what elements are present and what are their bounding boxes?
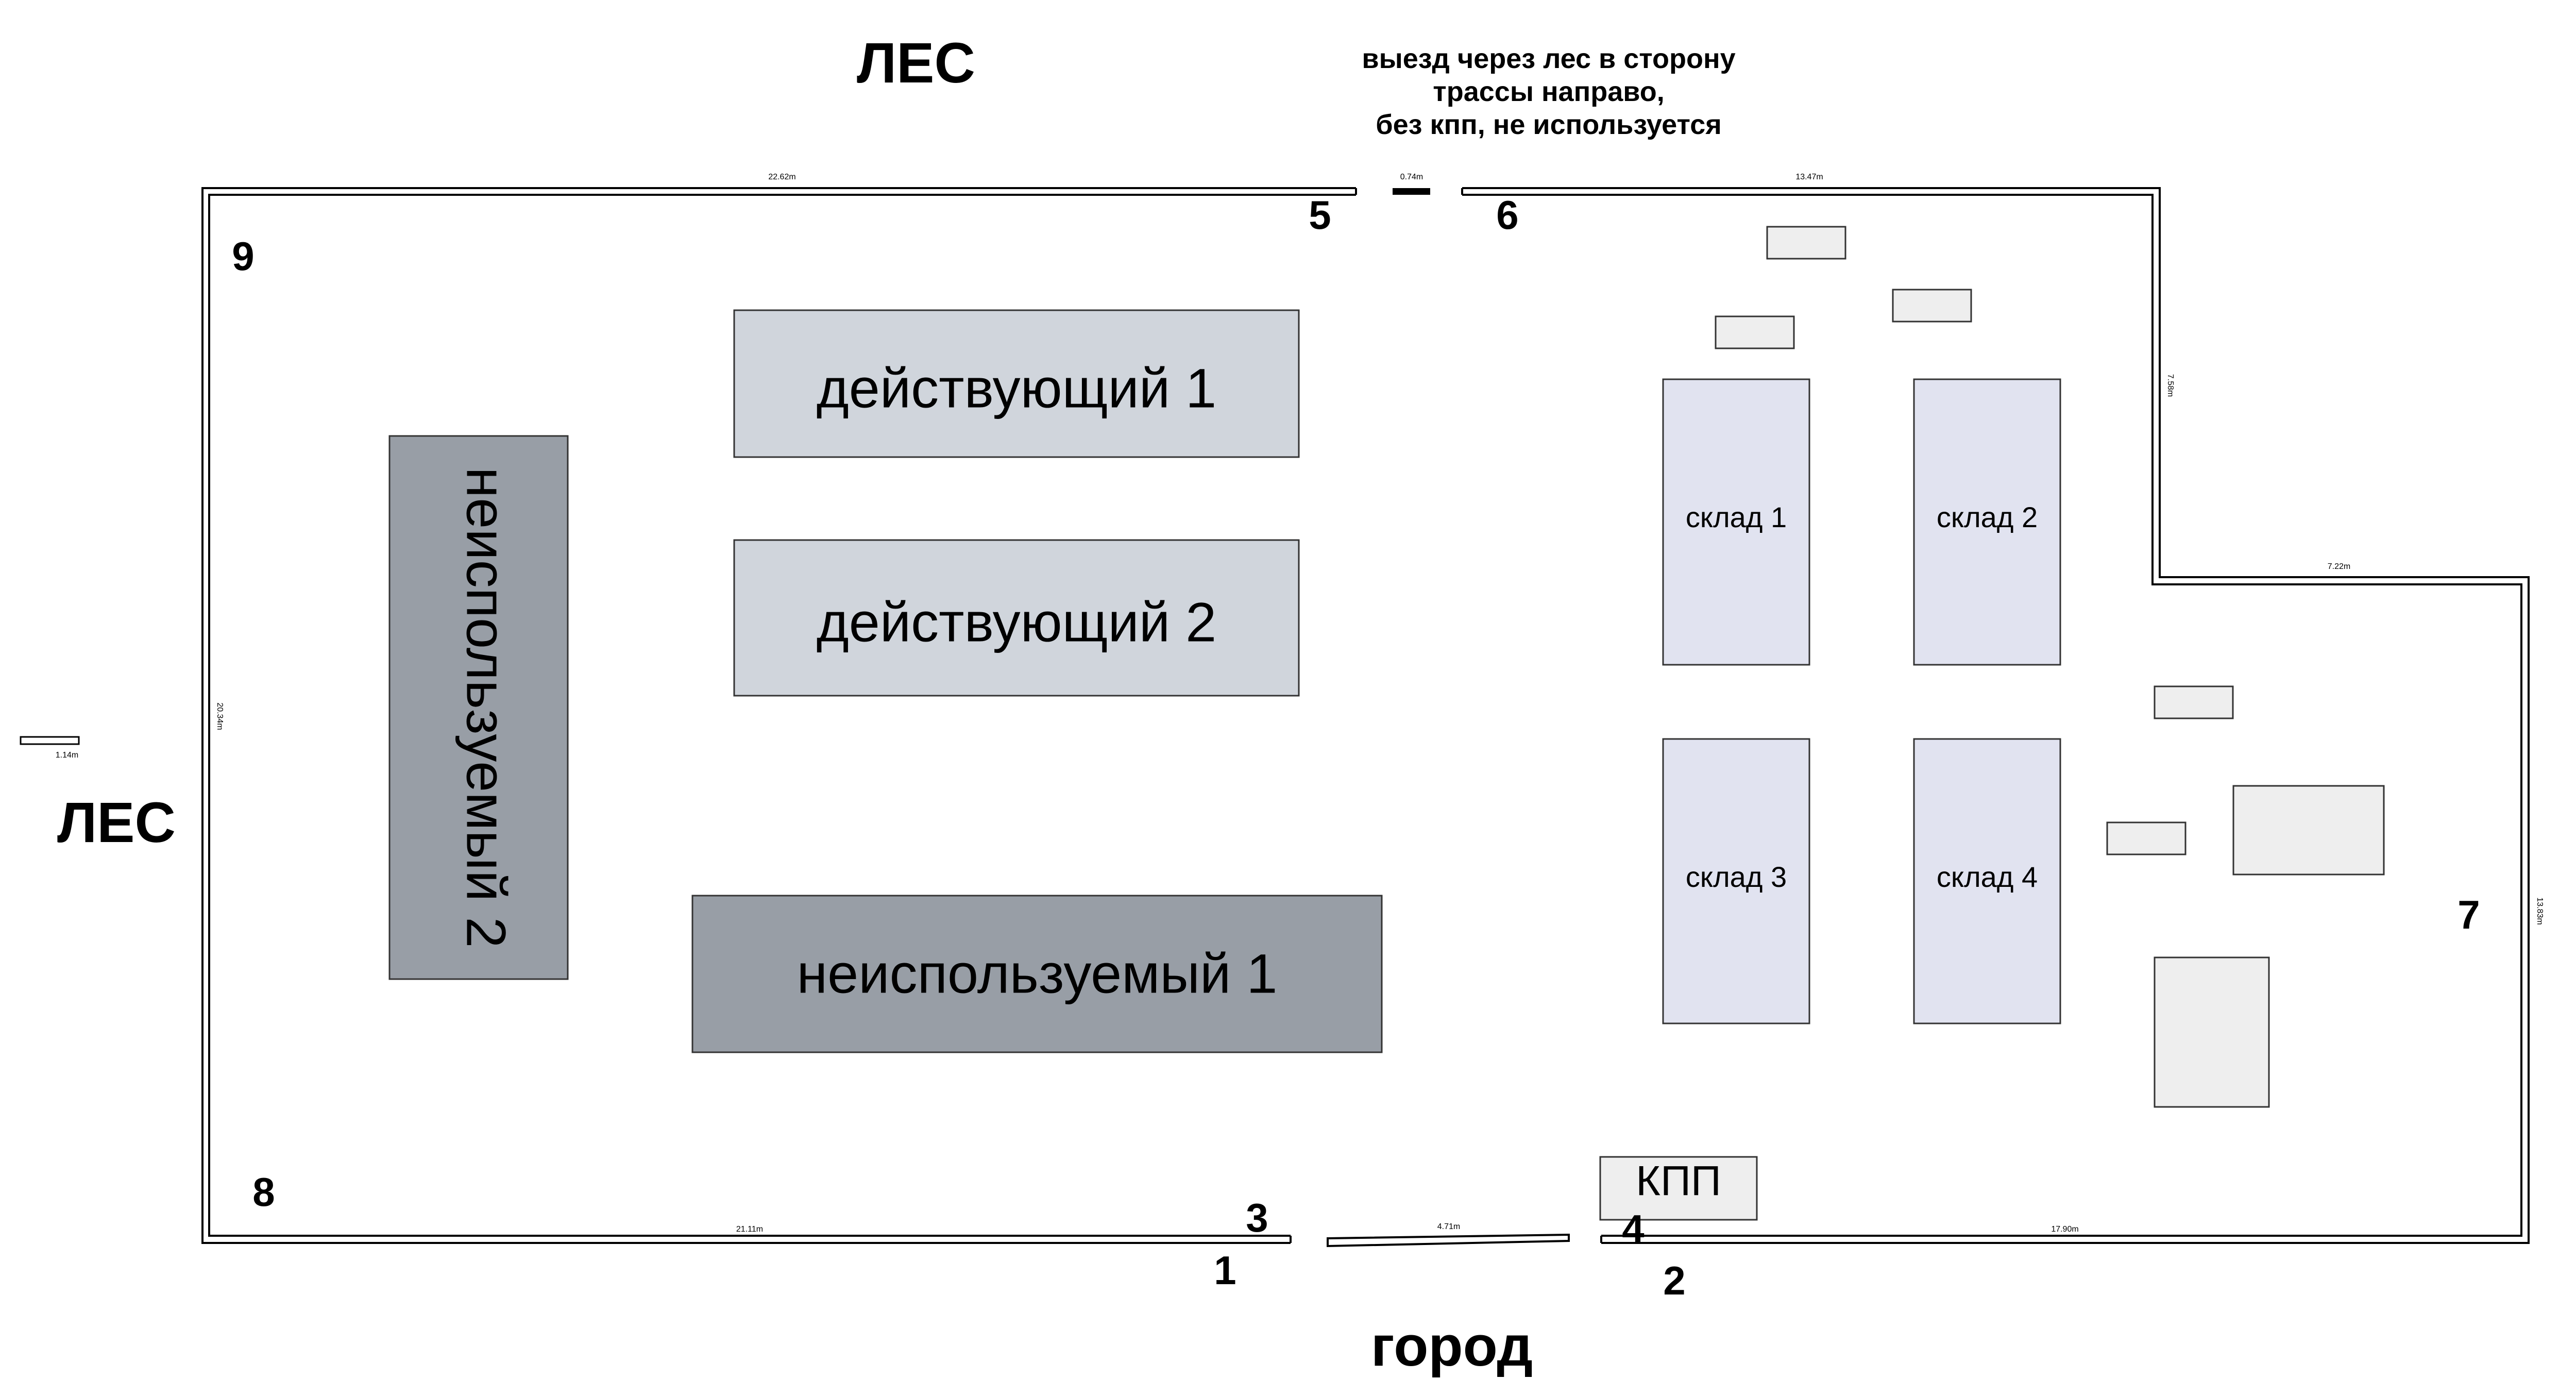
point-8: 8 [252,1169,275,1215]
building-active-2 [733,539,1300,697]
small-structure [1715,315,1795,349]
warehouse-2-label: склад 2 [1937,501,2038,533]
top-gap-marker [1393,188,1430,195]
point-7: 7 [2458,892,2480,937]
small-structure [2232,785,2385,876]
warehouse-4-label: склад 4 [1937,861,2038,893]
gate [1327,1233,1570,1248]
warehouse-3-label: склад 3 [1686,861,1787,893]
small-structure [2154,685,2234,719]
warehouse-1 [1662,378,1810,666]
measure-right-wall: 13.83m [2535,897,2544,924]
point-9: 9 [232,233,254,279]
measure-bottom-left-wall: 21.11m [736,1225,763,1234]
exit-note-line-2: трассы направо, [1433,76,1664,107]
point-5: 5 [1309,192,1331,238]
building-active-1 [733,309,1300,458]
warehouse-1-label: склад 1 [1686,501,1787,533]
warehouse-2 [1913,378,2061,666]
wall-top-left [201,187,1356,1244]
warehouse-3 [1662,738,1810,1024]
measure-right-upper-wall: 7.58m [2166,374,2175,397]
warehouse-4 [1913,738,2061,1024]
measure-left-wall: 20.34m [215,702,224,730]
point-3: 3 [1246,1195,1268,1240]
small-structures [1715,226,2385,1108]
scale-bar [20,736,80,745]
building-unused-1-label: неиспользуемый 1 [797,943,1278,1005]
measure-scale-bar: 1.14m [56,751,78,760]
small-structure [1892,289,1972,323]
building-unused-2-label: неиспользуемый 2 [455,467,517,948]
measure-gate: 4.71m [1437,1222,1460,1231]
checkpoint-label: КПП [1636,1158,1721,1205]
wall-top-left-inner [208,194,1356,1237]
location-labels: ЛЕС ЛЕС город выезд через лес в сторону … [57,31,1736,1378]
point-6: 6 [1496,192,1518,238]
measure-top-right-wall: 13.47m [1795,173,1823,181]
measure-top-left-wall: 22.62m [768,173,795,181]
point-numbers: 1 2 3 4 5 6 7 8 9 [232,192,2480,1303]
point-1: 1 [1214,1248,1236,1293]
building-active-1-label: действующий 1 [817,357,1216,419]
building-unused-2 [388,435,569,980]
small-structure [2106,821,2187,855]
building-active-2-label: действующий 2 [817,591,1216,653]
measure-bottom-right-wall: 17.90m [2051,1225,2078,1234]
exit-note-line-3: без кпп, не используется [1376,109,1722,140]
city-label: город [1371,1315,1533,1378]
perimeter-walls [20,187,2530,1248]
point-4: 4 [1622,1206,1644,1252]
forest-left-label: ЛЕС [57,791,176,854]
measure-top-gap: 0.74m [1400,173,1423,181]
measurements: 22.62m 0.74m 13.47m 7.58m 7.22m 13.83m 2… [56,173,2544,1234]
building-unused-1 [691,895,1383,1053]
point-2: 2 [1663,1258,1685,1303]
checkpoint [1599,1156,1758,1221]
small-structure [2154,956,2270,1108]
wall-right-inner [1462,194,2522,1237]
wall-right-outer [1462,187,2530,1244]
exit-note-line-1: выезд через лес в сторону [1362,43,1735,74]
small-structure [1766,226,1846,260]
buildings: действующий 1 действующий 2 неиспользуем… [388,309,2061,1221]
forest-top-label: ЛЕС [857,31,975,95]
measure-step-wall: 7.22m [2328,562,2350,571]
